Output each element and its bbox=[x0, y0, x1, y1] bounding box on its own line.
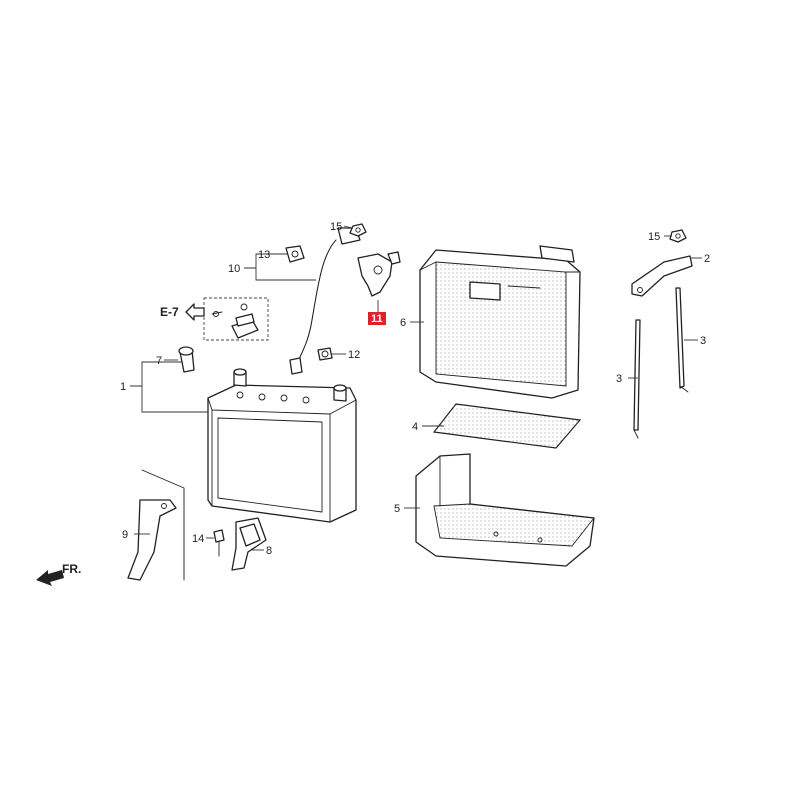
callout-6[interactable]: 6 bbox=[400, 317, 406, 329]
callout-5[interactable]: 5 bbox=[394, 503, 400, 515]
callout-12[interactable]: 12 bbox=[348, 349, 360, 361]
holder-rod-long[interactable] bbox=[675, 287, 689, 393]
battery[interactable] bbox=[207, 368, 357, 523]
callout-4[interactable]: 4 bbox=[412, 421, 418, 433]
callout-11-highlight bbox=[368, 312, 386, 325]
battery-tray[interactable] bbox=[415, 453, 595, 567]
front-label: FR. bbox=[62, 562, 81, 576]
callout-7[interactable]: 7 bbox=[156, 355, 162, 367]
terminal-cover[interactable] bbox=[178, 346, 195, 373]
holder-rod-short[interactable] bbox=[633, 319, 641, 439]
callout-15-right[interactable]: 15 bbox=[648, 231, 660, 243]
stay-bolt[interactable] bbox=[213, 529, 225, 557]
callout-2[interactable]: 2 bbox=[704, 253, 710, 265]
reference-group bbox=[203, 297, 269, 341]
callout-14[interactable]: 14 bbox=[192, 533, 204, 545]
callout-13[interactable]: 13 bbox=[258, 249, 270, 261]
callout-8[interactable]: 8 bbox=[266, 545, 272, 557]
callout-10[interactable]: 10 bbox=[228, 263, 240, 275]
callouts: 1 2 3 3 4 5 6 7 8 9 10 11 12 13 14 15 15 bbox=[120, 221, 710, 557]
arrow-left-icon bbox=[185, 303, 205, 321]
leader-lines bbox=[130, 225, 702, 551]
front-direction-arrow-icon bbox=[36, 570, 64, 586]
cable-clip[interactable] bbox=[285, 245, 305, 263]
nut-right[interactable] bbox=[669, 229, 687, 243]
callout-1[interactable]: 1 bbox=[120, 381, 126, 393]
battery-sensor[interactable] bbox=[357, 251, 401, 297]
callout-3-long[interactable]: 3 bbox=[700, 335, 706, 347]
battery-holder[interactable] bbox=[631, 255, 693, 297]
battery-cable[interactable] bbox=[289, 227, 361, 375]
nut-left[interactable] bbox=[349, 223, 367, 237]
battery-box[interactable] bbox=[419, 245, 581, 399]
callout-3-short[interactable]: 3 bbox=[616, 373, 622, 385]
reference-label[interactable]: E-7 bbox=[160, 305, 179, 319]
callout-9[interactable]: 9 bbox=[122, 529, 128, 541]
battery-bracket[interactable] bbox=[127, 469, 185, 581]
battery-stay[interactable] bbox=[231, 517, 267, 571]
insulator-sheet[interactable] bbox=[432, 403, 582, 449]
callout-15-left[interactable]: 15 bbox=[330, 221, 342, 233]
terminal-bolt[interactable] bbox=[317, 347, 333, 361]
callout-11[interactable]: 11 bbox=[371, 313, 383, 325]
